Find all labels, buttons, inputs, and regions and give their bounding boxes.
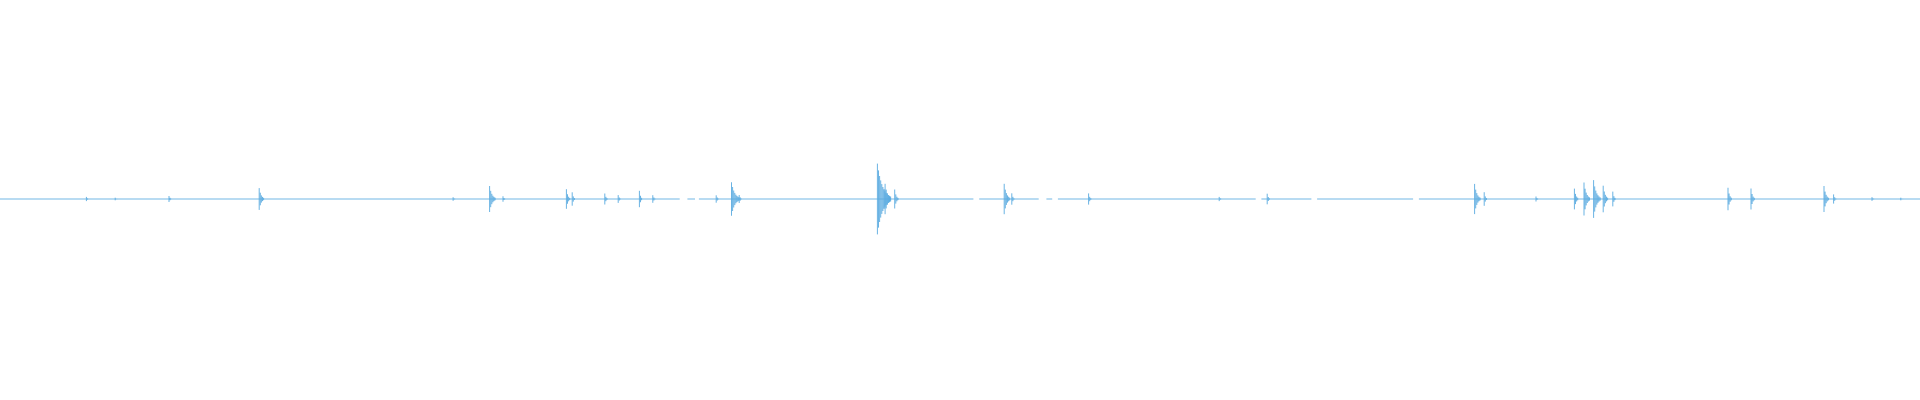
waveform-peak: [1727, 187, 1732, 211]
waveform-peak: [731, 182, 740, 216]
waveform-peak: [114, 197, 118, 201]
waveform-peak: [894, 189, 899, 209]
waveform-peak: [1483, 192, 1487, 206]
waveform-peaks: [85, 163, 1904, 235]
waveform-peak: [258, 188, 265, 210]
waveform-peak: [1003, 183, 1011, 215]
waveform-peak: [1266, 193, 1270, 205]
waveform-peak: [1474, 183, 1481, 215]
waveform-peak: [502, 196, 506, 202]
waveform-peak: [1535, 196, 1539, 202]
waveform-peak: [715, 195, 719, 203]
waveform-peak: [1823, 186, 1829, 212]
waveform-peak: [1833, 194, 1837, 204]
waveform-peak: [452, 197, 456, 201]
waveform-peak: [565, 189, 571, 209]
waveform-peak: [738, 195, 742, 203]
waveform-peak: [571, 192, 575, 206]
waveform-peak: [604, 193, 608, 205]
waveform-peak: [1583, 182, 1590, 216]
waveform-peak: [1088, 193, 1092, 205]
waveform-peak: [85, 196, 90, 202]
waveform-peak: [1900, 197, 1904, 201]
waveform-peak: [489, 186, 496, 212]
waveform-peak: [1871, 197, 1875, 201]
waveform-peak: [1593, 180, 1601, 218]
waveform-peak: [168, 196, 172, 202]
waveform-peak: [638, 190, 643, 208]
waveform-peak: [884, 183, 892, 215]
waveform-peak: [1612, 191, 1616, 207]
waveform-peak: [1573, 188, 1579, 210]
waveform-peak: [1011, 193, 1015, 205]
waveform-peak: [1218, 196, 1222, 202]
waveform-peak: [1750, 188, 1755, 210]
waveform-peak: [617, 195, 621, 203]
waveform-peak: [1602, 185, 1609, 213]
waveform-peak: [652, 195, 656, 203]
